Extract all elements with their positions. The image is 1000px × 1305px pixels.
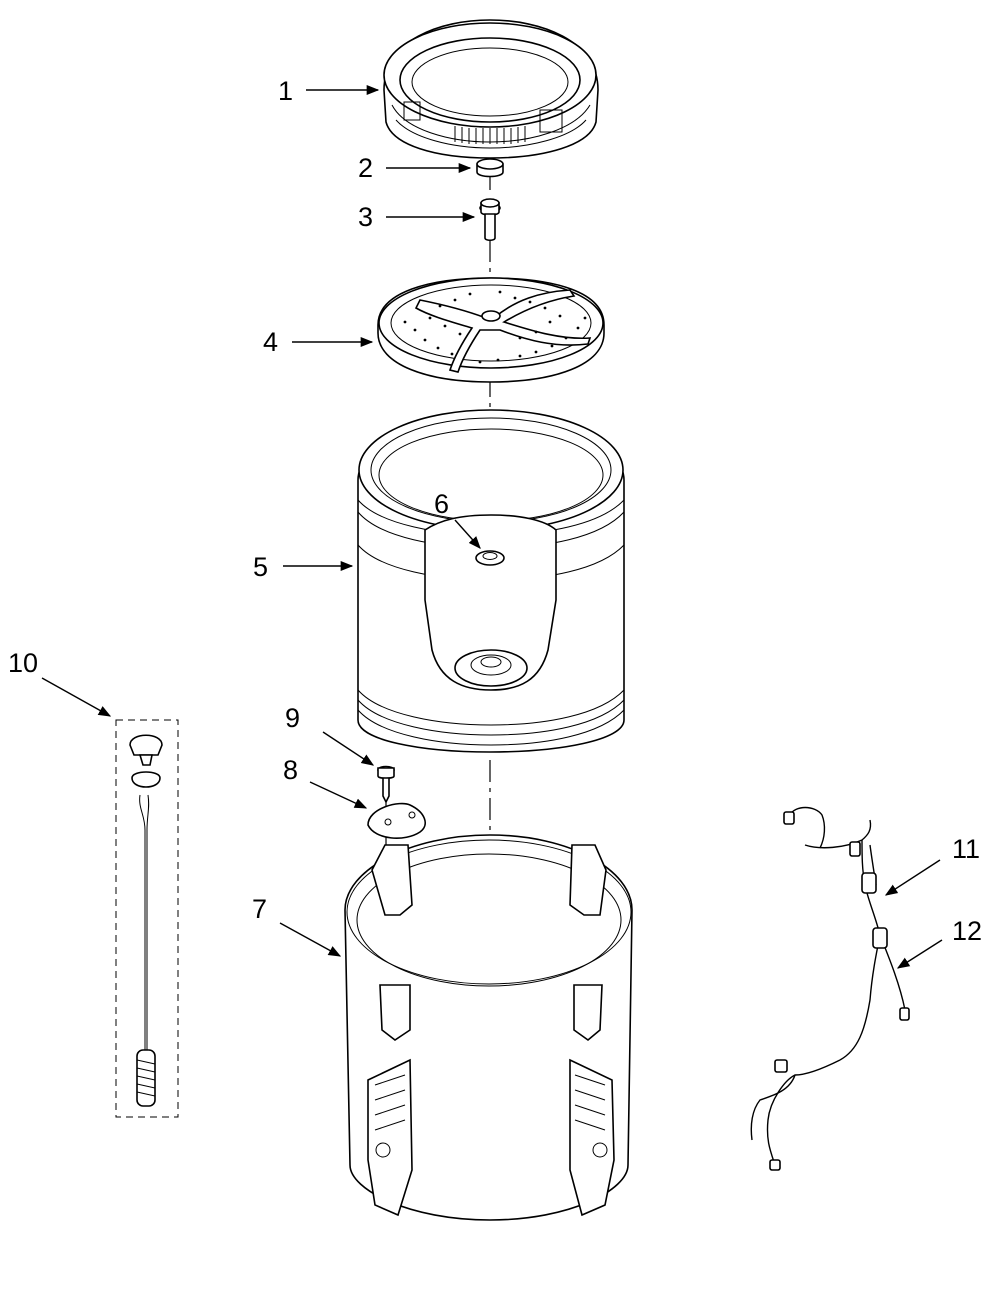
part-11-12-wire-harness bbox=[750, 806, 910, 1171]
part-9-screw bbox=[377, 765, 395, 804]
callout-10: 10 bbox=[8, 648, 38, 678]
callout-9: 9 bbox=[285, 703, 300, 733]
part-10-suspension-rod-kit bbox=[115, 719, 179, 1118]
callout-numbers: 1 2 3 4 5 6 7 8 9 10 11 12 bbox=[8, 76, 982, 946]
callout-12: 12 bbox=[952, 916, 982, 946]
part-1-balance-ring bbox=[383, 19, 599, 159]
part-2-cap bbox=[476, 158, 504, 178]
callout-11: 11 bbox=[952, 834, 980, 864]
callout-2: 2 bbox=[358, 153, 373, 183]
callout-3: 3 bbox=[358, 202, 373, 232]
part-8-cover-plate bbox=[367, 802, 426, 839]
callout-1: 1 bbox=[278, 76, 293, 106]
part-6-hub-nut bbox=[475, 550, 505, 566]
callout-5: 5 bbox=[253, 552, 268, 582]
part-5-wash-basket bbox=[357, 409, 625, 753]
callout-arrows bbox=[41, 84, 943, 969]
callout-7: 7 bbox=[252, 894, 267, 924]
callout-4: 4 bbox=[263, 327, 278, 357]
part-7-outer-tub bbox=[344, 834, 633, 1221]
callout-6: 6 bbox=[434, 489, 449, 519]
part-3-bolt bbox=[479, 198, 501, 242]
callout-8: 8 bbox=[283, 755, 298, 785]
part-4-wash-plate bbox=[377, 277, 605, 383]
